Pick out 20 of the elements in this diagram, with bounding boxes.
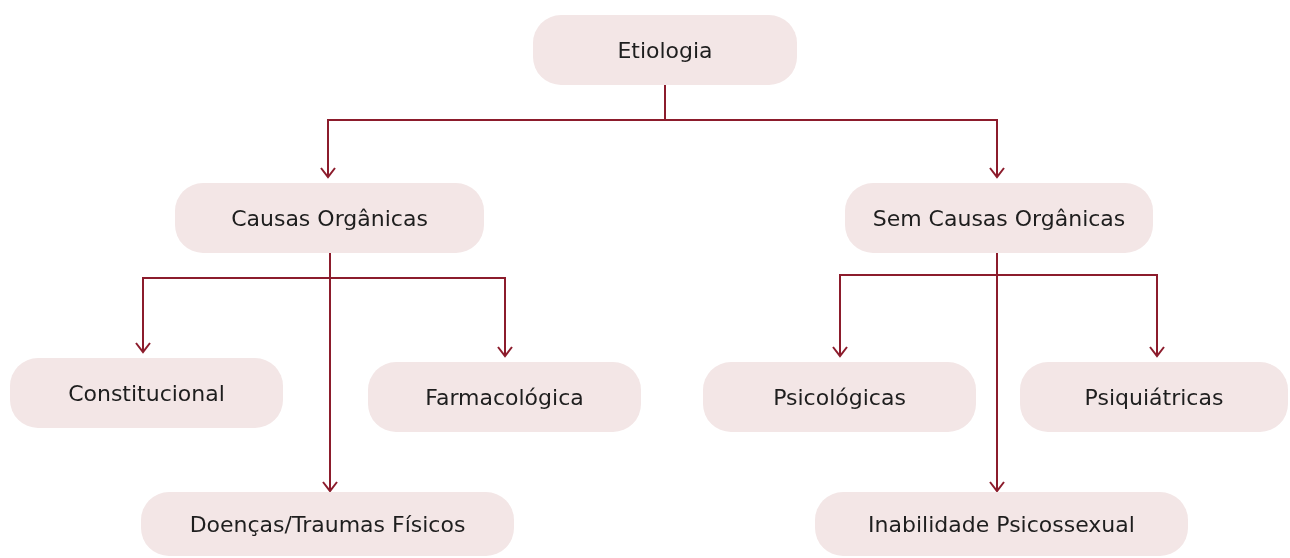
category-box [703, 362, 976, 432]
category-label: Psiquiátricas [1084, 384, 1224, 410]
category-label: Farmacológica [425, 384, 584, 410]
category-label: Causas Orgânicas [231, 205, 428, 231]
category-box [1020, 362, 1288, 432]
arrow [989, 252, 1005, 492]
category-label: Inabilidade Psicossexual [868, 511, 1135, 537]
arrow [322, 252, 338, 492]
category-label: Constitucional [68, 380, 225, 406]
category-label: Sem Causas Orgânicas [872, 205, 1126, 231]
category-box [141, 492, 514, 556]
category-box [815, 492, 1188, 556]
category-label: Psicológicas [773, 384, 906, 410]
category-label: Doenças/Traumas Físicos [189, 511, 466, 537]
category-box [175, 183, 484, 253]
category-label: Etiologia [617, 37, 713, 63]
category-box [845, 183, 1153, 253]
category-box [533, 15, 797, 85]
category-box [368, 362, 641, 432]
category-box [10, 358, 283, 428]
